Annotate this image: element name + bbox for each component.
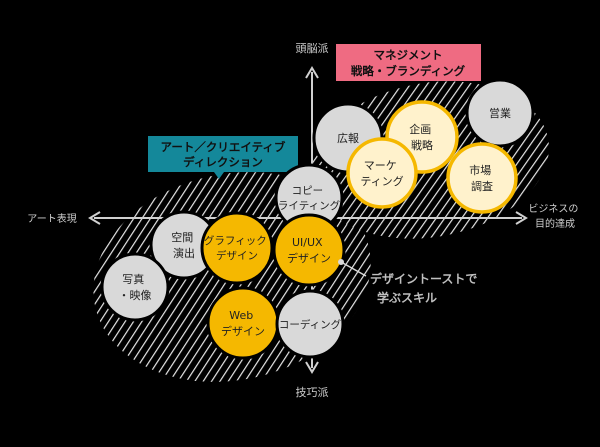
svg-text:マーケ ティング: マーケ ティング [360, 159, 403, 188]
management-label: マネジメント 戦略・ブランディング [336, 44, 481, 81]
svg-text:写真 ・映像: 写真 ・映像 [119, 272, 152, 302]
svg-text:アート／クリエイティブ: アート／クリエイティブ [161, 140, 286, 154]
axis-left-label: アート表現 [27, 212, 76, 225]
svg-text:グラフィック デザイン: グラフィック デザイン [204, 234, 270, 262]
svg-text:学ぶスキル: 学ぶスキル [377, 290, 437, 305]
svg-text:広報: 広報 [337, 132, 359, 145]
skill-uiux: UI/UX デザイン [272, 213, 346, 287]
svg-text:コーディング: コーディング [279, 318, 342, 331]
skill-shijo: 市場 調査 [446, 142, 518, 214]
skill-eigyo: 営業 [465, 78, 535, 148]
skill-shashin: 写真 ・映像 [100, 252, 170, 322]
svg-text:ディレクション: ディレクション [183, 155, 263, 169]
design-toast-callout: デザイントーストで 学ぶスキル [338, 259, 477, 305]
svg-text:UI/UX デザイン: UI/UX デザイン [287, 236, 331, 265]
skill-graphic: グラフィック デザイン [200, 211, 274, 285]
skill-web: Web デザイン [206, 286, 280, 360]
axis-bottom-label: 技巧派 [296, 386, 329, 399]
svg-text:戦略・ブランディング: 戦略・ブランディング [351, 64, 466, 78]
svg-text:空間 演出: 空間 演出 [171, 230, 197, 260]
svg-text:市場 調査: 市場 調査 [469, 163, 495, 193]
art-direction-label: アート／クリエイティブ ディレクション [148, 136, 298, 179]
svg-text:Web デザイン: Web デザイン [221, 309, 265, 338]
skill-coding: コーディング [275, 289, 345, 359]
axis-top-label: 頭脳派 [296, 42, 329, 55]
svg-text:デザイントーストで: デザイントーストで [370, 271, 477, 286]
svg-text:企画 戦略: 企画 戦略 [409, 122, 435, 152]
svg-text:営業: 営業 [489, 106, 511, 120]
svg-text:マネジメント: マネジメント [374, 48, 443, 62]
svg-text:コピー ライティング: コピー ライティング [278, 185, 341, 212]
axis-right-label: ビジネスの 目的達成 [528, 203, 581, 230]
skill-marketing: マーケ ティング [346, 137, 418, 209]
